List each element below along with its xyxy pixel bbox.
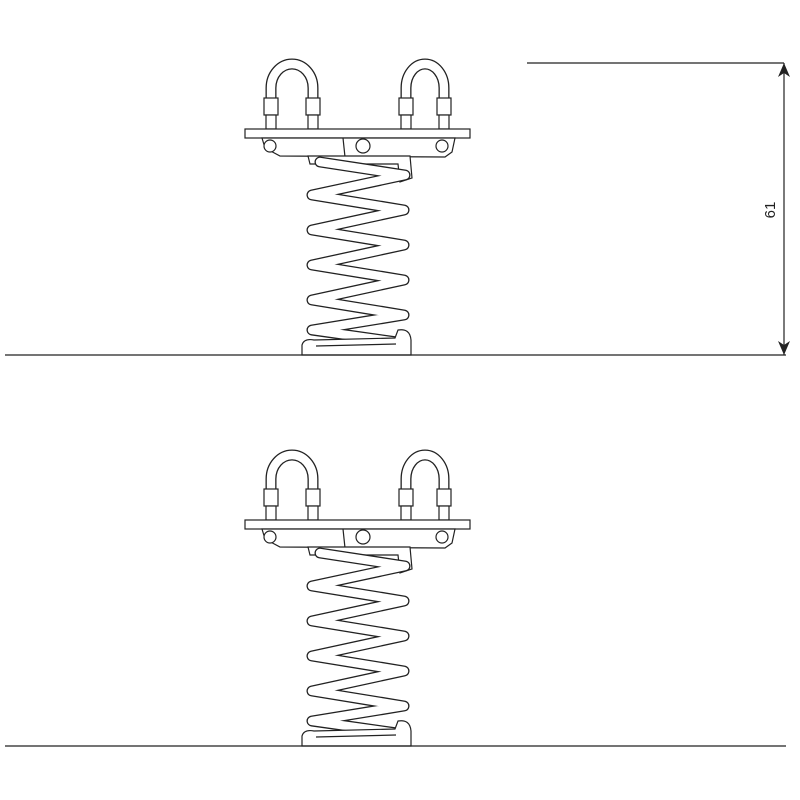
dimension-label: 61 (762, 202, 779, 219)
side-view (5, 455, 786, 746)
dimension-height: 61 (527, 62, 790, 355)
arrow-up-icon (778, 63, 790, 77)
front-view (5, 64, 786, 355)
arrow-down-icon (778, 341, 790, 355)
